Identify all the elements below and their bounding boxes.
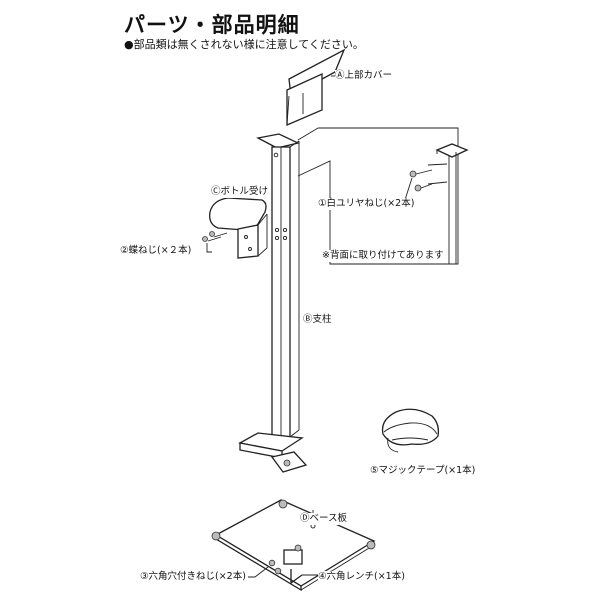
label-bottle-holder: Ⓒボトル受け [211,186,269,198]
hex-screws-illustration [248,559,282,578]
base-plate-illustration [211,499,376,592]
label-top-cover: Ⓐ上部カバー [335,70,393,82]
label-hex-socket-screw: ③六角穴付きねじ(×2本) [140,571,246,583]
caution-note: ●部品類は無くされない様に注意してください。 [124,38,364,51]
bottle-holder-illustration [209,197,268,259]
wing-screws-illustration [202,231,228,253]
label-wing-screw: ②蝶ねじ(×２本) [120,245,192,257]
label-inset-note: ※背面に取り付けてあります [322,250,444,262]
magic-tape-illustration [381,408,440,453]
pole-illustration [256,133,300,438]
label-magic-tape: ⑤マジックテープ(×1本) [370,465,476,477]
label-base-plate: Ⓓベース板 [300,513,348,525]
label-pole: Ⓑ支柱 [303,314,332,326]
pole-bracket-illustration [238,432,308,473]
top-cover-illustration [286,48,346,126]
hex-wrench-illustration [290,569,319,585]
page-title: パーツ・部品明細 [124,13,300,37]
label-white-urea-screw: ①白ユリヤねじ(×2本) [318,198,415,210]
inset-detail-illustration [297,127,469,265]
label-hex-wrench: ④六角レンチ(×1本) [318,571,405,583]
